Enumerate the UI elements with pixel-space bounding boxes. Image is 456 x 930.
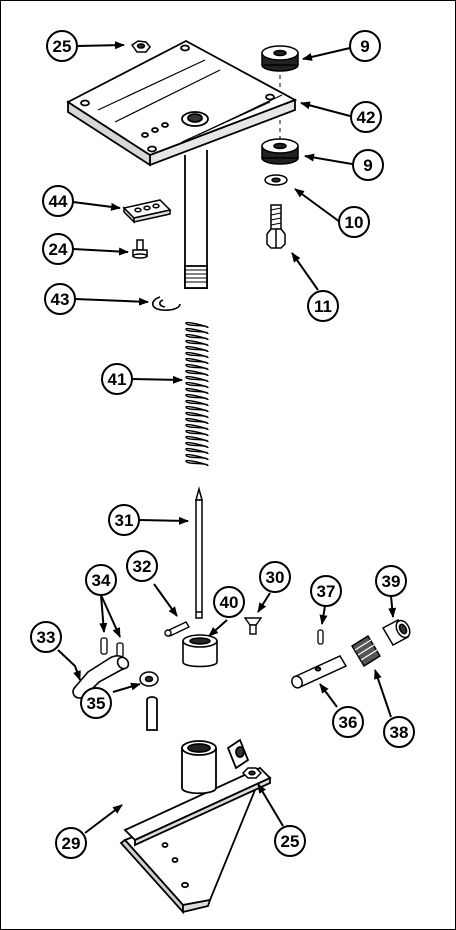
handle-part-33: [72, 655, 130, 699]
roll-pins-part-34: [100, 637, 124, 660]
mounting-plate-part-42: [66, 39, 298, 167]
retaining-clip-part-43: [151, 296, 181, 311]
callout-label: 9: [363, 156, 372, 175]
callout-label: 31: [115, 511, 134, 530]
callout-label: 42: [357, 108, 376, 127]
callout-label: 38: [390, 723, 409, 742]
callout-label: 10: [345, 213, 364, 232]
callout-bubble-38: 38: [383, 716, 415, 748]
bracket-part-29: [119, 696, 272, 915]
callout-label: 29: [62, 834, 81, 853]
callout-label: 33: [37, 628, 56, 647]
nut-part-25-top: [130, 40, 151, 53]
callout-label: 44: [49, 192, 68, 211]
cap-part-40: [182, 634, 218, 668]
bolt-part-11: [266, 204, 286, 249]
callout-bubble-44: 44: [42, 185, 74, 217]
callout-bubble-31: 31: [108, 504, 140, 536]
callout-bubble-30: 30: [259, 561, 291, 593]
callout-label: 40: [220, 593, 239, 612]
callout-bubble-9-lower: 9: [352, 149, 384, 181]
callout-bubble-34: 34: [85, 564, 117, 596]
rod-part-31: [195, 486, 203, 619]
callout-label: 37: [317, 582, 336, 601]
sleeve-part-39: [381, 618, 411, 647]
washer-part-10: [264, 174, 288, 186]
screw-part-24: [132, 239, 148, 259]
spring-part-38: [351, 635, 381, 667]
carriage-screw-part-30: [243, 617, 263, 635]
callout-label: 36: [339, 713, 358, 732]
spindle-tube: [184, 150, 208, 289]
callout-bubble-37: 37: [310, 575, 342, 607]
callout-bubble-24: 24: [42, 233, 74, 265]
callout-label: 39: [382, 572, 401, 591]
callout-bubble-25-bottom: 25: [274, 825, 306, 857]
callout-bubble-42: 42: [350, 101, 382, 133]
bushing-part-9-lower: [261, 138, 299, 165]
callout-bubble-33: 33: [30, 621, 62, 653]
callout-bubble-11: 11: [307, 290, 339, 322]
callout-bubble-41: 41: [101, 363, 133, 395]
callout-label: 35: [87, 694, 106, 713]
callout-label: 32: [133, 557, 152, 576]
callout-bubble-10: 10: [338, 206, 370, 238]
plate-part-44: [122, 199, 172, 224]
pin-part-32: [164, 621, 190, 637]
callout-bubble-29: 29: [55, 827, 87, 859]
callout-bubble-40: 40: [213, 586, 245, 618]
callout-label: 30: [266, 568, 285, 587]
shaft-part-36: [291, 655, 348, 689]
callout-bubble-36: 36: [332, 706, 364, 738]
callout-leaders: [57, 41, 397, 834]
spring-part-41: [185, 321, 209, 467]
callout-label: 24: [49, 240, 68, 259]
callout-label: 11: [314, 297, 332, 316]
nut-part-25-bottom: [241, 767, 263, 779]
callout-bubble-39: 39: [375, 565, 407, 597]
callout-label: 41: [108, 370, 127, 389]
callout-label: 25: [53, 37, 72, 56]
callout-bubble-32: 32: [126, 550, 158, 582]
callout-bubble-43: 43: [44, 283, 76, 315]
bushing-part-9-top: [261, 45, 299, 72]
callout-bubble-9-top: 9: [349, 30, 381, 62]
callout-label: 25: [281, 832, 300, 851]
washer-part-35: [139, 671, 159, 687]
callout-label: 34: [92, 571, 111, 590]
callout-bubble-25-top: 25: [46, 30, 78, 62]
callout-bubble-35: 35: [80, 687, 112, 719]
pin-part-37: [317, 629, 324, 645]
callout-label: 9: [360, 37, 369, 56]
callout-label: 43: [51, 290, 70, 309]
